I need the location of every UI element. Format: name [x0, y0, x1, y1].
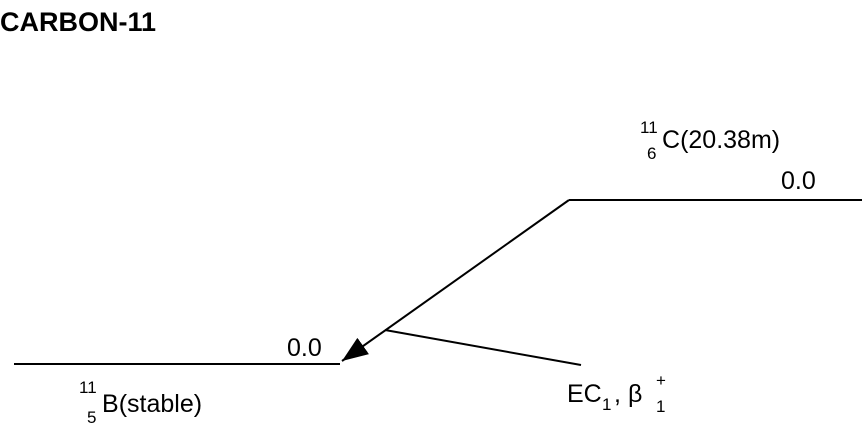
beta-superscript: +: [656, 371, 666, 390]
parent-atomic-number: 6: [647, 144, 656, 163]
beta-subscript: 1: [656, 397, 665, 416]
parent-half-life: (20.38m): [680, 126, 780, 154]
daughter-nuclide-label: 11 5 B(stable): [79, 378, 202, 427]
parent-symbol-halflife: C(20.38m): [662, 126, 780, 154]
daughter-mass-number: 11: [79, 378, 97, 397]
daughter-atomic-number: 5: [87, 408, 96, 427]
diagram-title: CARBON-11: [0, 7, 156, 37]
daughter-symbol-halflife: B(stable): [102, 390, 202, 418]
parent-mass-number: 11: [640, 118, 658, 137]
decay-mode-label: EC 1 , β + 1: [567, 371, 666, 416]
decay-transition-arrow: [341, 199, 570, 362]
ec-subscript: 1: [602, 395, 611, 414]
daughter-symbol: B: [102, 390, 119, 418]
decay-label-leader-line: [384, 329, 582, 366]
decay-separator: ,: [614, 380, 621, 408]
parent-level-energy: 0.0: [781, 167, 816, 195]
daughter-level-energy: 0.0: [287, 334, 322, 362]
daughter-half-life: (stable): [119, 390, 202, 418]
parent-symbol: C: [662, 126, 680, 154]
parent-nuclide-label: 11 6 C(20.38m): [640, 118, 780, 163]
ec-label: EC: [567, 380, 602, 408]
beta-label: β: [628, 380, 642, 408]
